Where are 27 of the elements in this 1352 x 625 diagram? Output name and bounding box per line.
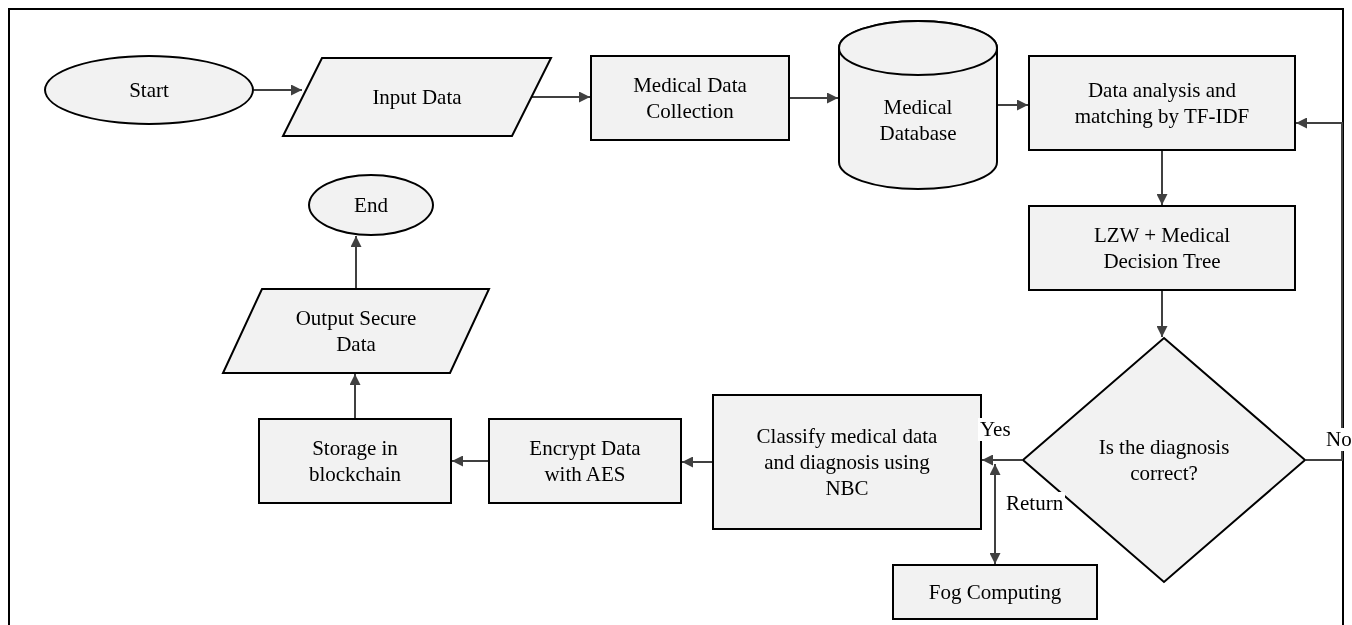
process-box: LZW + Medical Decision Tree: [1028, 205, 1296, 291]
database-cylinder: Medical Database: [838, 20, 998, 190]
edge-label: Yes: [978, 418, 1013, 442]
process-box: Fog Computing: [892, 564, 1098, 620]
data-parallelogram: Output Secure Data: [222, 288, 490, 374]
arrow: [349, 373, 361, 419]
arrow: [253, 84, 303, 96]
arrow: [1156, 150, 1168, 206]
arrow: [981, 454, 1023, 466]
process-box: Classify medical data and diagnosis using NBC: [712, 394, 982, 530]
arrow: [789, 92, 839, 104]
edge-label: No: [1324, 428, 1352, 452]
arrow: [997, 99, 1029, 111]
arrow: [681, 456, 713, 468]
arrow: [1156, 290, 1168, 338]
arrow: [451, 455, 489, 467]
terminator-ellipse: Start: [44, 55, 254, 125]
process-box: Data analysis and matching by TF-IDF: [1028, 55, 1296, 151]
data-parallelogram: Input Data: [282, 57, 552, 137]
arrow: [350, 235, 362, 289]
terminator-ellipse: End: [308, 174, 434, 236]
arrow: [531, 91, 591, 103]
process-box: Medical Data Collection: [590, 55, 790, 141]
process-box: Storage in blockchain: [258, 418, 452, 504]
process-box: Encrypt Data with AES: [488, 418, 682, 504]
arrow: [989, 463, 1001, 565]
arrow: [1295, 117, 1343, 461]
